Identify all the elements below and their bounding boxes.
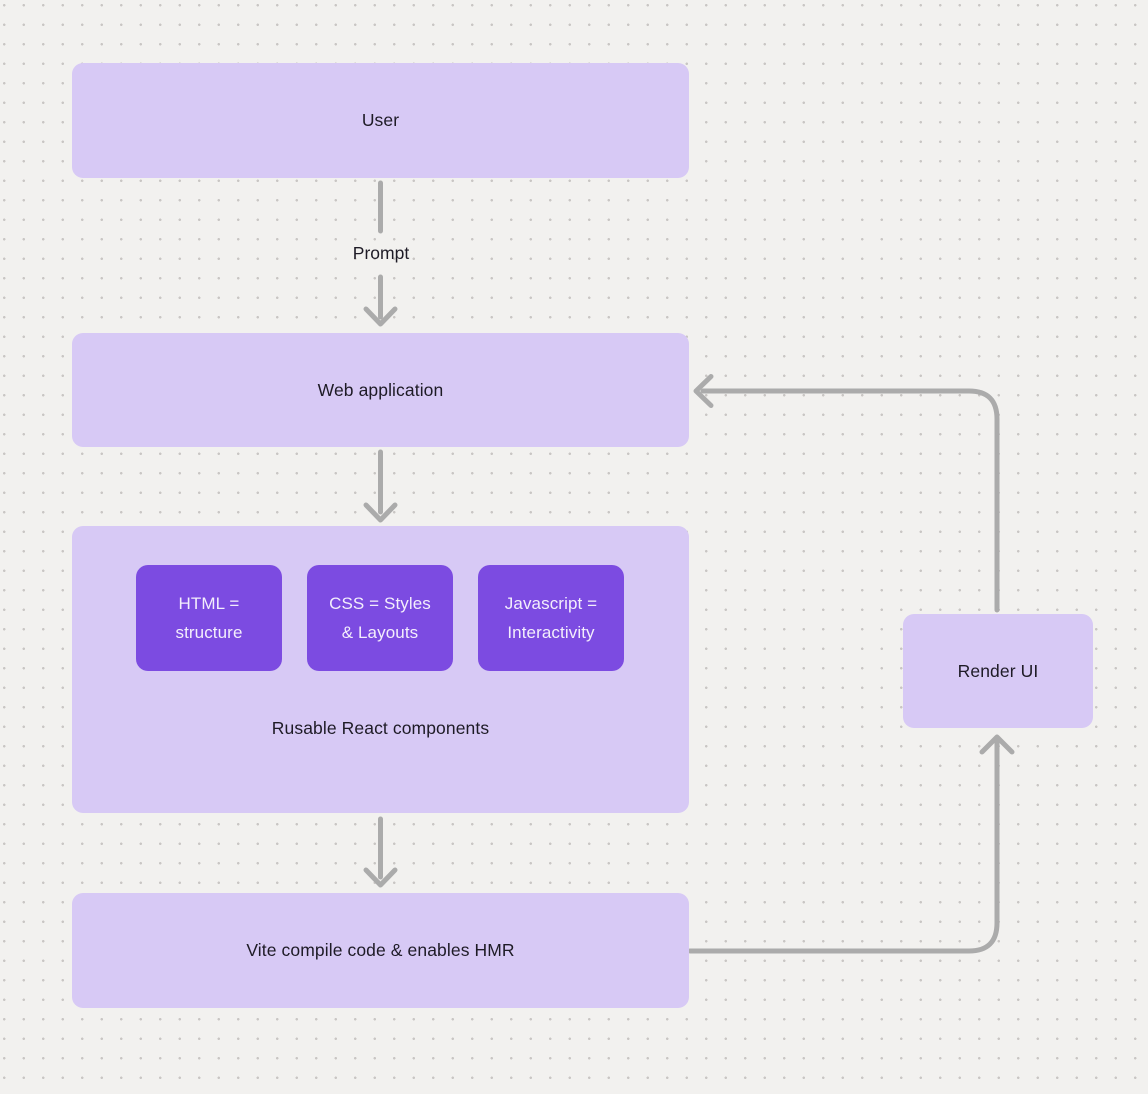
arrowhead-down-components-icon (363, 502, 398, 523)
edge-label-prompt: Prompt (352, 243, 410, 263)
node-html-label-line1: HTML = (178, 594, 240, 613)
node-render-ui-label: Render UI (957, 660, 1039, 681)
node-render-ui[interactable]: Render UI (903, 614, 1093, 728)
node-vite[interactable]: Vite compile code & enables HMR (72, 893, 689, 1008)
node-user[interactable]: User (72, 63, 689, 178)
node-web-application[interactable]: Web application (72, 333, 689, 447)
arrowhead-up-render-icon (979, 734, 1015, 755)
arrowhead-down-vite-icon (363, 867, 398, 888)
node-web-application-label: Web application (317, 379, 444, 400)
node-css-label-line1: CSS = Styles (329, 594, 431, 613)
node-html-label-line2: structure (175, 623, 243, 642)
components-group-caption: Rusable React components (271, 718, 490, 738)
node-html[interactable]: HTML = structure (136, 565, 282, 671)
arrowhead-left-webapp-icon (693, 374, 714, 408)
node-components-group[interactable]: HTML = structure CSS = Styles & Layouts … (72, 526, 689, 813)
node-javascript[interactable]: Javascript = Interactivity (478, 565, 624, 671)
edge-render-to-webapp (700, 388, 1000, 613)
node-css[interactable]: CSS = Styles & Layouts (307, 565, 453, 671)
node-user-label: User (361, 110, 400, 130)
node-vite-label: Vite compile code & enables HMR (246, 940, 515, 960)
node-css-label-line2: & Layouts (341, 623, 419, 642)
arrowhead-down-webapp-icon (363, 306, 398, 327)
node-javascript-label-line2: Interactivity (507, 623, 595, 642)
edge-vite-to-render (687, 739, 1000, 954)
node-javascript-label-line1: Javascript = (504, 594, 598, 613)
